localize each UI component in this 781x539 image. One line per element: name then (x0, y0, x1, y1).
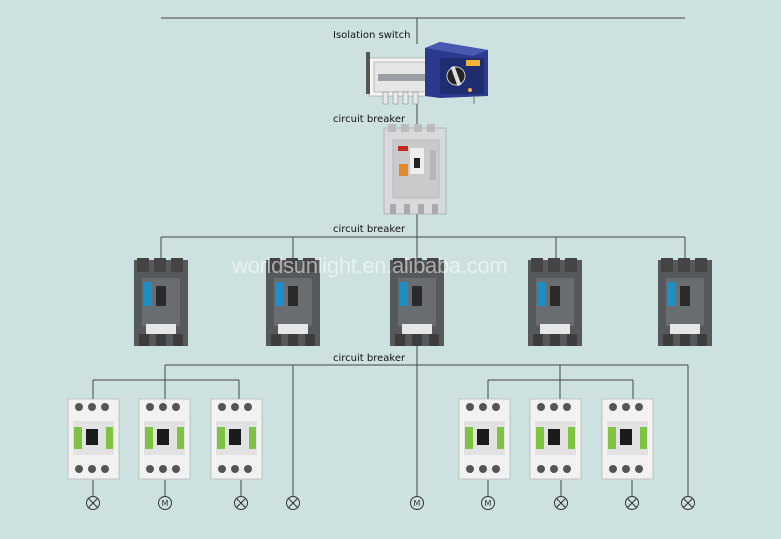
watermark: worldsunlight.en.alibaba.com (232, 253, 508, 278)
sub-breaker-2 (138, 398, 191, 480)
branch-breaker-label: circuit breaker (333, 224, 406, 235)
lamp-icon (86, 496, 100, 510)
svg-text:M: M (162, 499, 169, 508)
sub-breaker-4 (458, 398, 511, 480)
svg-text:M: M (414, 499, 421, 508)
lamp-icon (625, 496, 639, 510)
isolation-switch (366, 42, 488, 105)
sub-breaker-1 (67, 398, 120, 480)
sub-breaker-3 (210, 398, 263, 480)
lamp-icon (681, 496, 695, 510)
branch-breakers (134, 258, 712, 346)
svg-text:M: M (485, 499, 492, 508)
wiring (92, 17, 689, 496)
mccb-1 (134, 258, 188, 346)
motor-icon: M (158, 496, 172, 510)
sub-breaker-5 (529, 398, 582, 480)
mccb-4 (528, 258, 582, 346)
isolation-switch-label: Isolation switch (333, 30, 410, 41)
mccb-2 (266, 258, 320, 346)
mccb-3 (390, 258, 444, 346)
motor-icon: M (410, 496, 424, 510)
motor-icon: M (481, 496, 495, 510)
sub-breaker-6 (601, 398, 654, 480)
lamp-icon (286, 496, 300, 510)
lamp-icon (234, 496, 248, 510)
sub-breakers (67, 398, 654, 480)
main-breaker-label: circuit breaker (333, 114, 406, 125)
sub-breaker-label: circuit breaker (333, 353, 406, 364)
air-circuit-breaker (383, 124, 447, 215)
mccb-5 (658, 258, 712, 346)
lamp-icon (554, 496, 568, 510)
